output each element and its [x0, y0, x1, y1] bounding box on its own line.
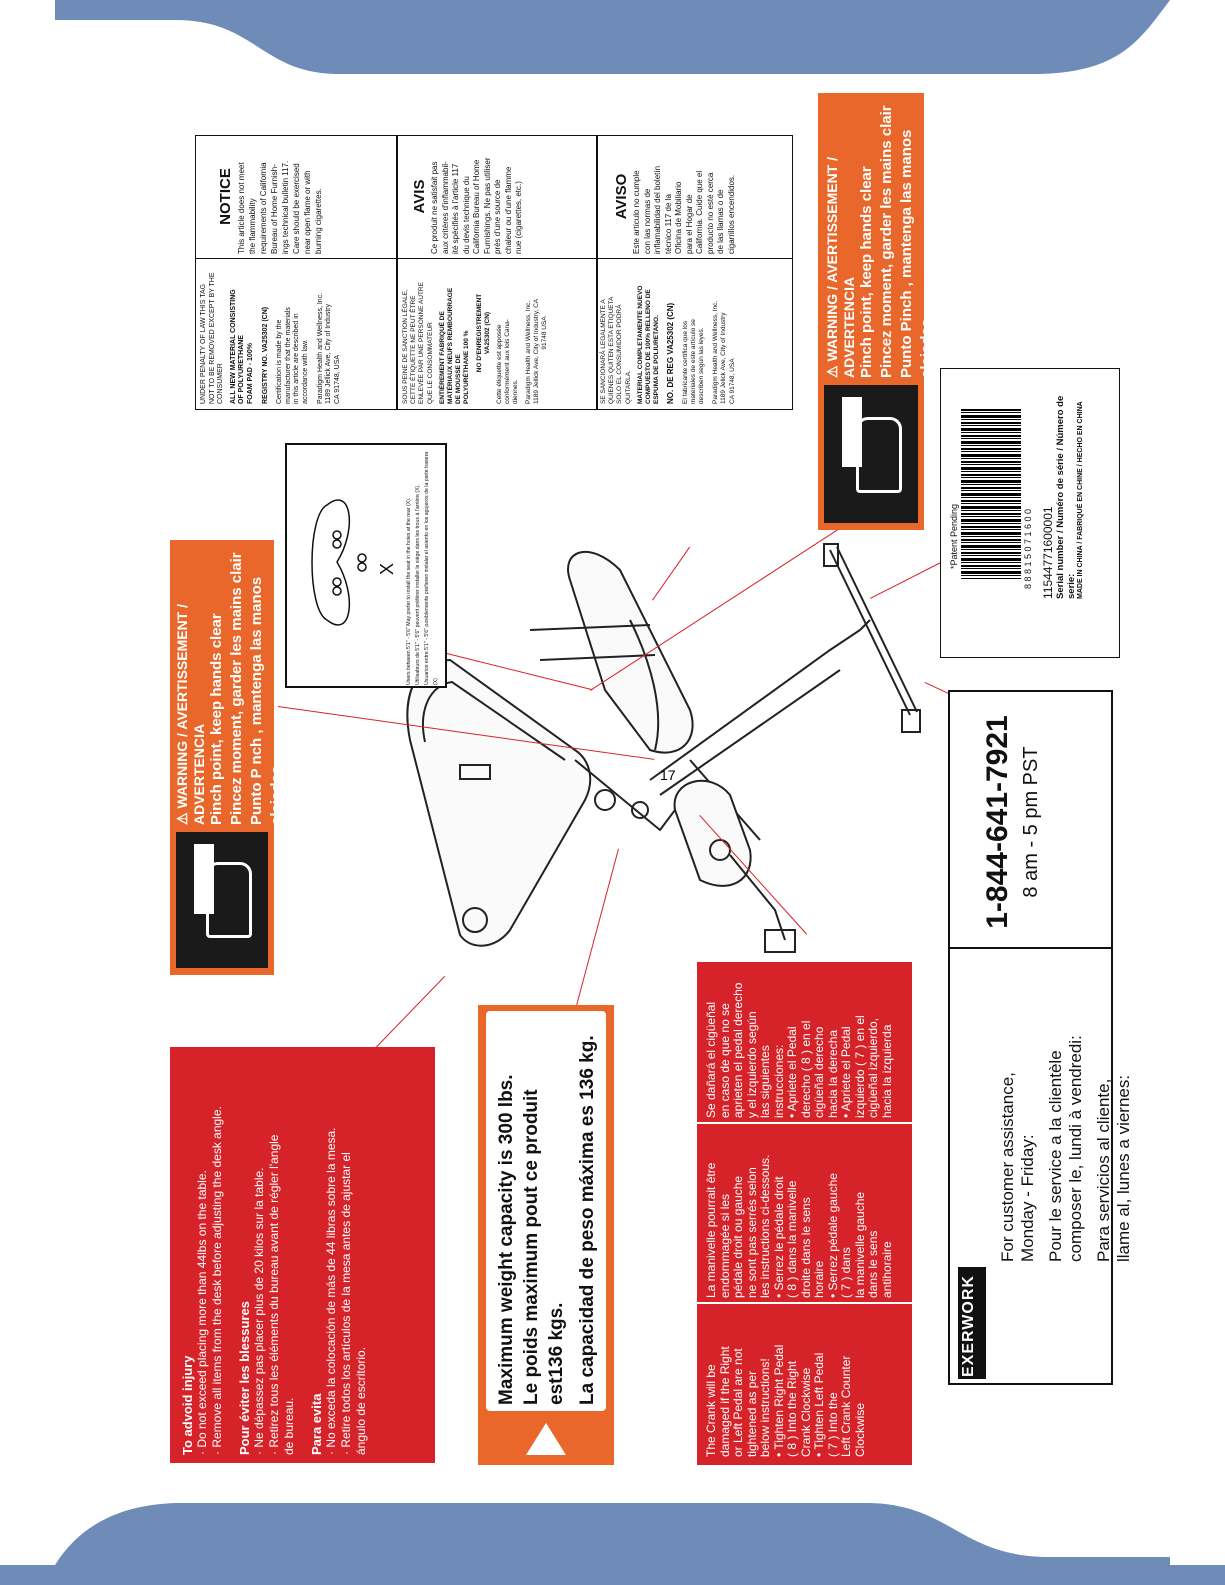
desk-warning-fr-item: de bureau.: [282, 1397, 296, 1455]
desk-warning-es-title: Para evita: [309, 1393, 324, 1455]
support-en-1: For customer assistance,: [998, 1072, 1017, 1262]
desk-warning-en-item: · Do not exceed placing more than 44lbs …: [195, 1170, 209, 1455]
pinch-warning-left: ⚠ WARNING / AVERTISSEMENT / ADVERTENCIA …: [170, 540, 285, 975]
seat-card-line: Utilisateurs de 5'1" - 5'6" peuvent préf…: [415, 484, 421, 685]
leader-line: [368, 975, 446, 1056]
made-in-china: MADE IN CHINA / FABRIQUÉ EN CHINE / HECH…: [1077, 401, 1084, 599]
bike-illustration: 17: [406, 543, 921, 953]
pinch-line-2: Pincez moment, garder les mains clair: [878, 105, 895, 378]
desk-warning-es-item: ángulo de escritorio.: [354, 1346, 368, 1455]
pinch-line-3: Punto P nch , mantenga las manos alejada…: [248, 576, 285, 825]
seat-position-card: X Users between 5'1" - 5'6" May prefer t…: [285, 443, 447, 688]
aviso-title: AVISO: [613, 173, 630, 220]
support-phone: 1-844-641-7921: [981, 715, 1014, 929]
pinch-warning-right: ⚠ WARNING / AVERTISSEMENT / ADVERTENCIA …: [818, 93, 935, 530]
pinch-line-1: Pinch point, keep hands clear: [208, 613, 225, 825]
desk-warning-es-item: · Retire todos los artículos de la mesa …: [339, 1152, 353, 1455]
barcode-digits: 8 8 8 1 5 0 7 1 6 0 0: [1023, 508, 1033, 589]
avis-title: AVIS: [411, 179, 428, 214]
seat-card-line: Usuarios entre 5'1" - 5'6" posiblemente …: [424, 451, 439, 685]
support-hours: 8 am - 5 pm PST: [1020, 746, 1042, 898]
notice-title: NOTICE: [217, 168, 234, 225]
support-fr-1: Pour le service a la clientèle: [1046, 1050, 1065, 1262]
seat-holes-diagram: [311, 499, 367, 626]
serial-number-label: Serial number / Numéro de série / Número…: [1055, 395, 1077, 599]
desk-warning-en-title: To advoid injury: [180, 1355, 195, 1455]
hand-icon-panel: [176, 832, 268, 968]
warning-triangle-icon: ⚠: [174, 808, 190, 825]
capacity-label: Maximum weight capacity is 300 lbs. Le p…: [478, 1005, 614, 1465]
pinch-warning-title: ⚠ WARNING / AVERTISSEMENT / ADVERTENCIA: [824, 156, 857, 378]
desk-warning-fr-item: · Retirez tous les éléments du bureau av…: [267, 1134, 281, 1455]
svg-text:17: 17: [660, 767, 676, 783]
desk-warning: To advoid injury · Do not exceed placing…: [170, 1047, 435, 1463]
seat-mark-x: X: [377, 562, 397, 575]
barcode: [961, 409, 1021, 579]
pinch-line-3: Punto Pinch , mantenga las manos alejada…: [898, 129, 935, 378]
brand-name: EXERWORK: [960, 1275, 977, 1377]
capacity-line-2: Le poids maximum pout ce produit: [521, 1089, 542, 1405]
brand-logo: [958, 1267, 986, 1379]
support-en-2: Monday - Friday:: [1018, 1134, 1037, 1262]
support-es-1: Para servicios al cliente,: [1094, 1078, 1113, 1262]
desk-warning-fr-title: Pour éviter les blessures: [237, 1301, 252, 1455]
bottom-band: [0, 1503, 1225, 1585]
serial-number: 11544771600001: [1041, 506, 1055, 599]
desk-warning-fr-item: · Ne dépassez pas placer plus de 20 kilo…: [252, 1167, 266, 1456]
patent-pending: *Patent Pending: [949, 503, 959, 569]
customer-support: EXERWORK For customer assistance, Monday…: [948, 690, 1133, 1385]
capacity-line-1: Maximum weight capacity is 300 lbs.: [496, 1074, 517, 1405]
law-tag-fr-left: SOUS PEINE DE SANCTION LÉGALE,CETTE ÉTIQ…: [402, 282, 549, 404]
desk-warning-en-item: · Remove all items from the desk before …: [210, 1106, 224, 1455]
support-fr-2: composer le, lundi à vendredi:: [1066, 1035, 1085, 1262]
serial-label: *Patent Pending 8 8 8 1 5 0 7 1 6 0 0 11…: [940, 368, 1120, 658]
pinch-warning-title: ⚠ WARNING / AVERTISSEMENT / ADVERTENCIA: [174, 603, 207, 825]
warning-triangle-icon: ⚠: [824, 361, 840, 378]
desk-warning-es-item: · No exceda la colocación de más de 44 l…: [324, 1127, 338, 1455]
capacity-line-3: est136 kgs.: [546, 1302, 567, 1405]
pinch-line-1: Pinch point, keep hands clear: [858, 166, 875, 378]
seat-card-line: Users between 5'1" - 5'6" May prefer to …: [406, 497, 412, 685]
hand-icon-panel: [824, 385, 918, 523]
hand-icon: [856, 417, 902, 493]
support-es-2: llame al, lunes a viernes:: [1114, 1074, 1133, 1262]
top-band: [55, 0, 1170, 74]
warning-triangle-icon: [526, 1423, 566, 1455]
pinch-line-2: Pincez moment, garder les mains clair: [228, 552, 245, 825]
capacity-line-4: La capacidad de peso máxima es 136 kg.: [577, 1035, 598, 1405]
